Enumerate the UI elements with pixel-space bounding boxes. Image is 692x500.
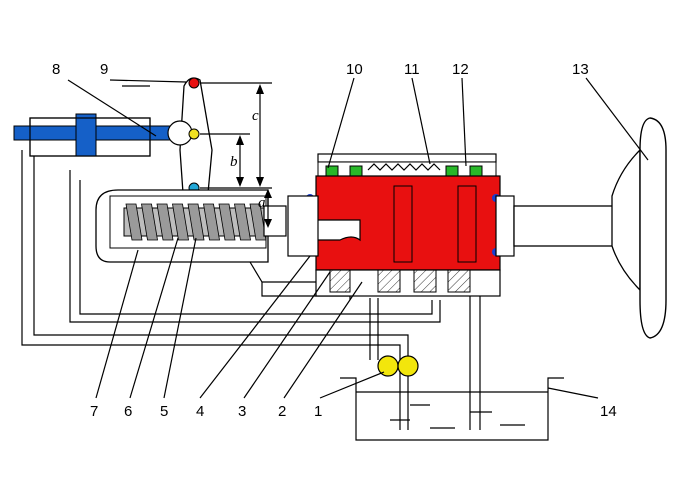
leader-9 xyxy=(109,79,187,83)
worm-screw xyxy=(123,203,267,241)
leader-8 xyxy=(67,79,157,137)
leader-11 xyxy=(411,77,431,165)
cylinder-piston xyxy=(75,113,97,157)
label-6: 6 xyxy=(124,403,132,420)
steering-column xyxy=(513,117,667,339)
pipe-middle-inner xyxy=(79,180,433,315)
input-coupling xyxy=(263,205,287,237)
leader-3 xyxy=(243,271,331,399)
hydraulic-lines xyxy=(21,150,481,430)
valve-spring-chamber xyxy=(317,161,497,177)
leader-13 xyxy=(585,77,649,161)
worm-thread xyxy=(187,203,205,241)
leader-2 xyxy=(283,281,363,399)
pipe-small xyxy=(261,282,351,300)
leader-14 xyxy=(547,387,599,399)
worm-thread xyxy=(249,203,267,241)
pipe-middle xyxy=(69,170,441,323)
pump-gear-right xyxy=(397,355,419,377)
dim-c-arrow-top xyxy=(256,84,264,94)
reservoir-tank xyxy=(340,377,564,441)
label-1: 1 xyxy=(314,403,322,420)
worm-thread xyxy=(172,203,189,241)
leader-1 xyxy=(319,371,385,399)
seal-right-1 xyxy=(445,165,459,177)
dim-a-arrow-bottom xyxy=(264,219,272,228)
centering-spring xyxy=(367,163,441,171)
port-hatch-4 xyxy=(447,269,471,293)
dim-b-arrow-bottom xyxy=(236,177,244,187)
worm-thread xyxy=(234,203,251,241)
steering-wheel xyxy=(639,117,667,339)
steering-gear xyxy=(95,189,320,283)
arm-joint-ring xyxy=(167,120,193,146)
label-12: 12 xyxy=(452,61,469,78)
steering-shaft xyxy=(513,205,615,247)
dimensions: c b a xyxy=(200,82,272,228)
port-hatch-2 xyxy=(377,269,401,293)
cylinder-outline xyxy=(29,117,151,157)
label-3: 3 xyxy=(238,403,246,420)
callout-labels: 8 9 10 11 12 13 7 6 5 4 3 2 1 14 xyxy=(52,61,617,420)
valve-spool-land-2 xyxy=(457,185,477,263)
dim-c-label: c xyxy=(252,108,259,124)
seal-mid xyxy=(349,165,363,177)
dim-c-arrow-bottom xyxy=(256,177,264,187)
worm-thread xyxy=(141,203,158,241)
port-hatch-3 xyxy=(413,269,437,293)
port-hatch-1 xyxy=(329,269,351,293)
worm-thread xyxy=(218,203,236,241)
leader-lines xyxy=(67,77,649,399)
reservoir xyxy=(340,377,564,441)
label-14: 14 xyxy=(600,403,617,420)
leader-4 xyxy=(199,255,311,399)
seal-right-2 xyxy=(469,165,483,177)
dim-a-arrow-top xyxy=(264,189,272,198)
pivot-mid-yellow xyxy=(188,128,200,140)
pipe-outer-left xyxy=(21,150,401,430)
wheel-hub xyxy=(611,148,641,292)
valve-cover-top xyxy=(317,153,497,163)
control-valve xyxy=(287,153,515,297)
power-cylinder xyxy=(13,113,187,157)
pivot-top-red xyxy=(188,77,200,89)
pipe-outer-left-inner xyxy=(33,150,409,430)
worm-thread xyxy=(156,203,174,241)
dim-a-label: a xyxy=(258,195,266,211)
worm-thread xyxy=(203,203,220,241)
label-9: 9 xyxy=(100,61,108,78)
leader-7 xyxy=(95,249,139,399)
leader-12 xyxy=(461,77,467,167)
label-13: 13 xyxy=(572,61,589,78)
worm-thread xyxy=(125,203,143,241)
label-8: 8 xyxy=(52,61,60,78)
leader-5 xyxy=(163,237,197,399)
label-7: 7 xyxy=(90,403,98,420)
label-10: 10 xyxy=(346,61,363,78)
pump xyxy=(377,355,419,377)
cylinder-rod-left xyxy=(13,125,85,141)
valve-spool-land-1 xyxy=(393,185,413,263)
label-2: 2 xyxy=(278,403,286,420)
leader-10 xyxy=(327,77,355,169)
leader-6 xyxy=(129,237,179,399)
label-11: 11 xyxy=(404,61,420,78)
dim-b-label: b xyxy=(230,154,238,170)
valve-end-left xyxy=(287,195,319,257)
valve-end-right xyxy=(495,195,515,257)
housing-lower xyxy=(249,261,320,283)
label-4: 4 xyxy=(196,403,204,420)
label-5: 5 xyxy=(160,403,168,420)
dim-b-arrow-top xyxy=(236,135,244,145)
